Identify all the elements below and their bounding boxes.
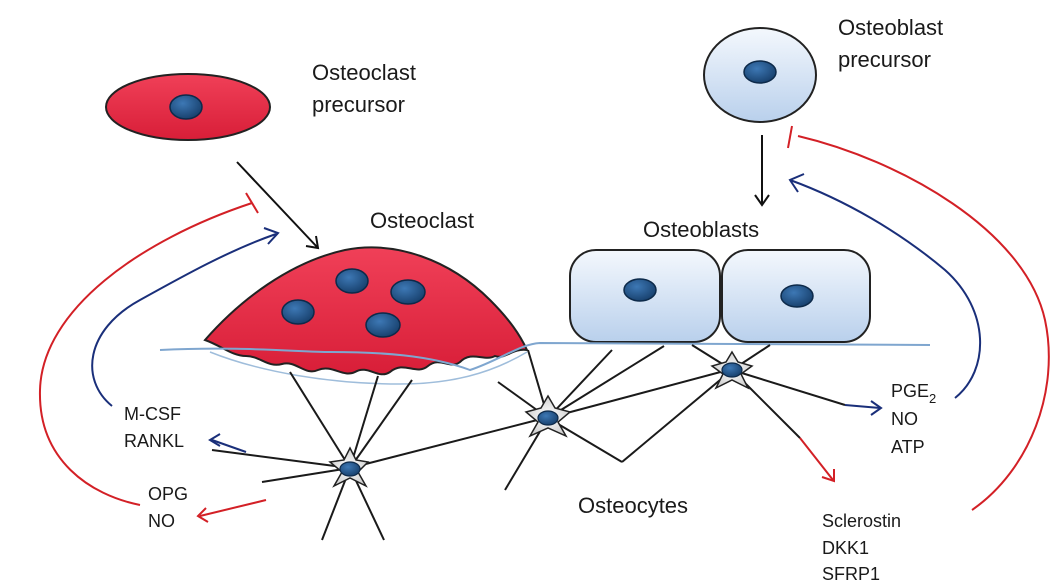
osteocyte-dendrite-network xyxy=(212,345,845,540)
osteocyte-to-pge2-arrow xyxy=(845,401,881,415)
signal-opg: OPG xyxy=(148,484,188,504)
osteoblast-precursor-cell xyxy=(704,28,816,122)
osteocytes-label: Osteocytes xyxy=(578,493,688,518)
osteoblast-cell-1 xyxy=(570,250,720,342)
signal-mcsf: M-CSF xyxy=(124,404,181,424)
osteoblast-differentiation-arrow xyxy=(755,135,769,205)
signal-no-left: NO xyxy=(148,511,175,531)
signal-atp: ATP xyxy=(891,437,925,457)
osteocyte-to-opg-arrow xyxy=(198,500,266,522)
osteocyte-to-rankl-arrow xyxy=(210,434,246,452)
osteoclast-label: Osteoclast xyxy=(370,208,474,233)
osteoclast-precursor-cell xyxy=(106,74,270,140)
svg-text:PGE2: PGE2 xyxy=(891,381,936,406)
osteoclast-precursor-label-line2: precursor xyxy=(312,92,405,117)
signal-no-right: NO xyxy=(891,409,918,429)
osteoblasts-label: Osteoblasts xyxy=(643,217,759,242)
osteocyte-cell-1 xyxy=(330,448,368,486)
osteoblast-precursor-label-line2: precursor xyxy=(838,47,931,72)
osteocyte-cell-3 xyxy=(712,352,752,388)
signal-sclerostin: Sclerostin xyxy=(822,511,901,531)
osteoclast-precursor-label-line1: Osteoclast xyxy=(312,60,416,85)
signal-sfrp1: SFRP1 xyxy=(822,564,880,583)
signal-rankl: RANKL xyxy=(124,431,184,451)
signal-pge2: PGE2 xyxy=(891,381,936,406)
osteoclast-cell xyxy=(205,247,527,374)
osteoblast-precursor-label-line1: Osteoblast xyxy=(838,15,943,40)
osteoblast-cell-2 xyxy=(722,250,870,342)
osteocyte-to-sclerostin-arrow xyxy=(800,438,834,481)
signal-dkk1: DKK1 xyxy=(822,538,869,558)
